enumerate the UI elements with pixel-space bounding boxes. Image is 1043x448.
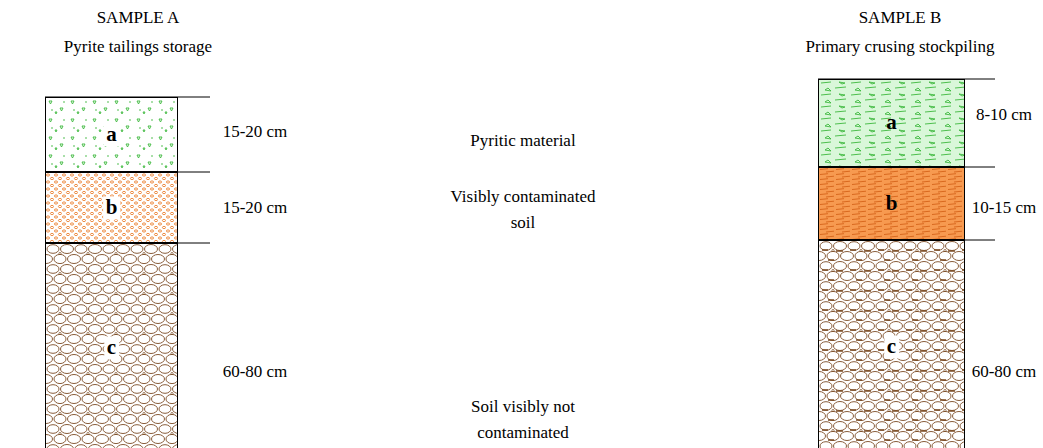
pyritic-layer: a [818, 79, 965, 167]
contaminated-soil-layer: b [45, 172, 178, 243]
thickness-dimension: 15-20 cm [210, 119, 300, 145]
contaminated-soil-layer: b [818, 167, 965, 240]
thickness-dimension: 10-15 cm [969, 195, 1039, 221]
layer-description: Pyritic material [423, 128, 623, 154]
layer-letter: a [103, 123, 120, 146]
thickness-dimension: 60-80 cm [969, 359, 1039, 385]
sample-site: Pyrite tailings storage [8, 34, 268, 60]
layer-letter: a [883, 111, 900, 134]
thickness-dimension: 15-20 cm [210, 195, 300, 221]
sample-heading: SAMPLE A [8, 5, 268, 31]
sample-site: Primary crusing stockpiling [765, 34, 1035, 60]
thickness-dimension: 60-80 cm [210, 359, 300, 385]
layer-letter: b [103, 196, 121, 219]
pyritic-layer: a [45, 97, 178, 172]
clean-soil-layer: c [818, 240, 965, 448]
sample-heading: SAMPLE B [770, 5, 1030, 31]
layer-description: Soil visibly not contaminated [441, 394, 606, 445]
thickness-dimension: 8-10 cm [969, 102, 1039, 128]
layer-letter: b [883, 192, 901, 215]
layer-letter: c [884, 335, 899, 358]
clean-soil-layer: c [45, 243, 178, 448]
layer-description: Visibly contaminated soil [443, 184, 603, 235]
layer-letter: c [104, 336, 119, 359]
